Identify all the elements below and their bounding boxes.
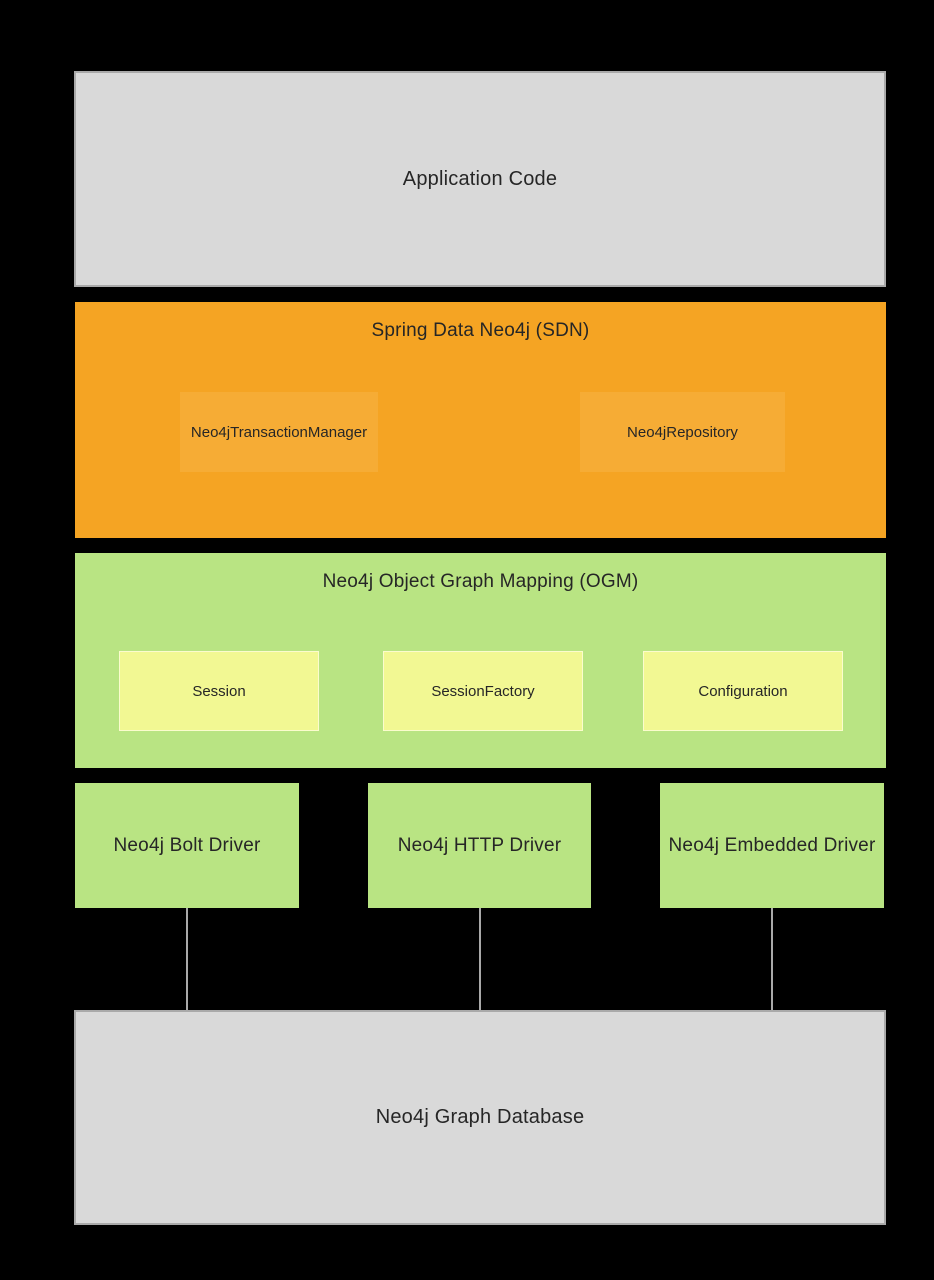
embedded-driver-label: Neo4j Embedded Driver [668, 834, 876, 856]
bolt-driver-label: Neo4j Bolt Driver [113, 834, 261, 856]
session-label: Session [192, 682, 246, 700]
graph-database-label: Neo4j Graph Database [375, 1106, 585, 1128]
session-factory-label: SessionFactory [431, 682, 535, 700]
application-code-box: Application Code [74, 71, 886, 287]
session-factory-box: SessionFactory [383, 651, 583, 731]
embedded-driver-box: Neo4j Embedded Driver [660, 783, 884, 908]
embedded-driver-connector-line [771, 908, 773, 1011]
configuration-box: Configuration [643, 651, 843, 731]
neo4j-transaction-manager-box: Neo4jTransactionManager [180, 392, 378, 472]
configuration-label: Configuration [698, 682, 788, 700]
http-driver-label: Neo4j HTTP Driver [397, 834, 562, 856]
ogm-layer-title: Neo4j Object Graph Mapping (OGM) [322, 571, 639, 592]
bolt-driver-box: Neo4j Bolt Driver [75, 783, 299, 908]
neo4j-repository-label: Neo4jRepository [627, 423, 738, 441]
sdn-layer-title: Spring Data Neo4j (SDN) [371, 320, 590, 341]
graph-database-box: Neo4j Graph Database [74, 1010, 886, 1225]
sdn-layer-box: Spring Data Neo4j (SDN) Neo4jTransaction… [75, 302, 886, 538]
neo4j-repository-box: Neo4jRepository [580, 392, 785, 472]
http-driver-box: Neo4j HTTP Driver [368, 783, 591, 908]
bolt-driver-connector-line [186, 908, 188, 1011]
neo4j-transaction-manager-label: Neo4jTransactionManager [190, 423, 368, 441]
ogm-layer-box: Neo4j Object Graph Mapping (OGM) Session… [75, 553, 886, 768]
session-box: Session [119, 651, 319, 731]
application-code-label: Application Code [402, 167, 558, 190]
http-driver-connector-line [479, 908, 481, 1011]
